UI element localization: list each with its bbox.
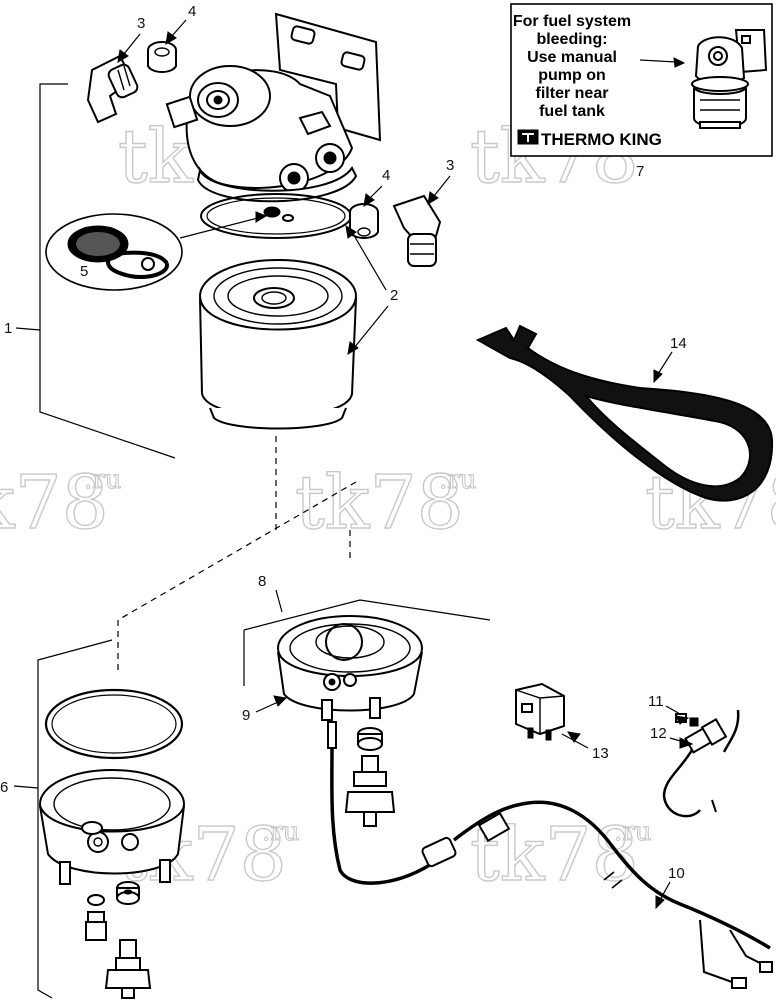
callout-2: 2 <box>390 287 398 304</box>
callout-8: 8 <box>258 573 266 590</box>
callout-11: 11 <box>648 693 664 710</box>
watermark-text: tk78 <box>0 460 109 546</box>
filter-wrench <box>475 324 774 502</box>
brand-name: THERMO KING <box>541 130 662 149</box>
watermark-suffix: .ru <box>262 817 299 847</box>
callout-7: 7 <box>636 163 644 180</box>
callout-4-lower: 4 <box>382 167 390 184</box>
inset-line: For fuel system <box>513 13 631 30</box>
callout-1: 1 <box>4 320 12 337</box>
assembly-bracket-1 <box>39 83 176 459</box>
thermo-king-logo: THERMO KING <box>517 129 662 149</box>
bowl-o-ring <box>44 688 184 760</box>
callout-3-lower: 3 <box>446 157 454 174</box>
seal-kit-detail <box>45 213 183 291</box>
inset-line: Use manual <box>527 49 617 66</box>
fuel-heater-bowl <box>277 615 423 721</box>
callout-9: 9 <box>242 707 250 724</box>
callout-6: 6 <box>0 779 8 796</box>
watermark-text: tk78 <box>295 460 464 546</box>
callout-14: 14 <box>670 335 687 352</box>
bleeding-instructions-inset: For fuel system bleeding: Use manual pum… <box>510 3 773 157</box>
watermark-suffix: .ru <box>614 817 651 847</box>
watermark-suffix: .ru <box>439 465 476 495</box>
filter-head <box>165 12 382 203</box>
callout-10: 10 <box>668 865 685 882</box>
inset-line: pump on <box>538 67 606 84</box>
inset-line: filter near <box>536 85 609 102</box>
heater-bracket-8 <box>243 599 491 631</box>
heater-relay <box>515 682 565 741</box>
inset-line: bleeding: <box>536 31 607 48</box>
fuse-and-holder <box>662 709 740 818</box>
filter-with-manual-pump-illustration <box>691 29 768 129</box>
callout-12: 12 <box>650 725 667 742</box>
inset-line: fuel tank <box>539 103 605 120</box>
drain-parts <box>85 881 152 999</box>
callout-13: 13 <box>592 745 609 762</box>
elbow-fitting-right <box>392 194 442 267</box>
callout-5: 5 <box>80 263 88 280</box>
sensor-washer <box>357 727 383 751</box>
callout-4-upper: 4 <box>188 3 196 20</box>
collection-bowl <box>39 769 185 885</box>
elbow-fitting-left <box>86 54 139 124</box>
plug-upper <box>147 41 177 73</box>
heater-element <box>327 721 337 749</box>
temperature-sensor <box>344 755 396 827</box>
callout-3-upper: 3 <box>137 15 145 32</box>
watermark-suffix: .ru <box>84 465 121 495</box>
heater-wiring-harness <box>330 747 773 989</box>
filter-cartridge <box>199 259 357 430</box>
bowl-assembly-bracket-6 <box>37 639 113 999</box>
